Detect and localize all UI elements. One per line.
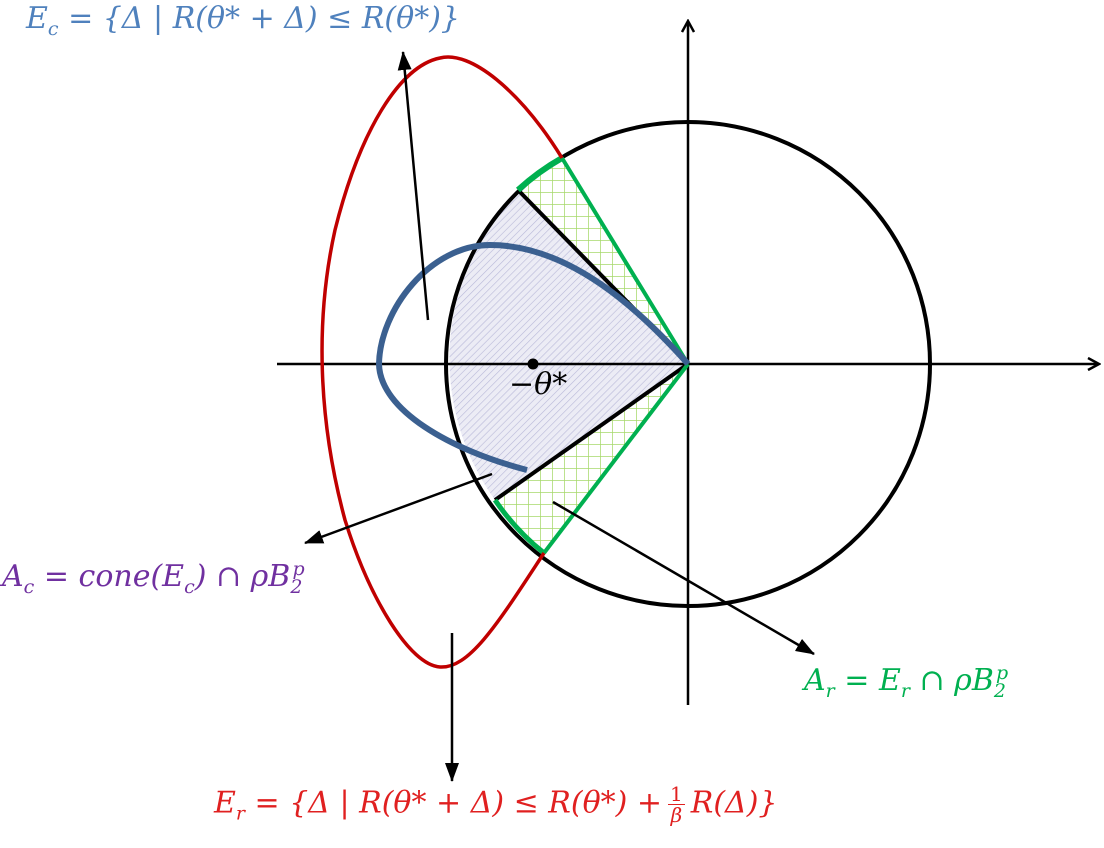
ar-edge-lower (542, 362, 690, 555)
ar-pointer-arrow (552, 500, 815, 656)
ec-label: Ec = {Δ | R(θ* + Δ) ≤ R(θ*)} (26, 1, 460, 40)
ar-region-lower (495, 364, 688, 553)
ar-arc-lower (492, 498, 546, 555)
ar-arc-upper (515, 155, 564, 193)
ac-cone-edge-lower (493, 362, 690, 502)
neg-theta-label: −θ* (509, 367, 568, 402)
ac-region (449, 190, 688, 500)
neg-theta-point (527, 358, 539, 370)
ec-pointer-arrow (397, 51, 430, 321)
ac-label: Ac = cone(Ec) ∩ ρB2p (2, 558, 305, 598)
ar-edge-upper (560, 156, 690, 366)
ec-curve (375, 241, 691, 473)
ar-region (518, 158, 688, 364)
er-curve (320, 55, 564, 669)
ar-label: Ar = Er ∩ ρB2p (804, 662, 1009, 702)
ac-pointer-arrow (304, 472, 493, 545)
